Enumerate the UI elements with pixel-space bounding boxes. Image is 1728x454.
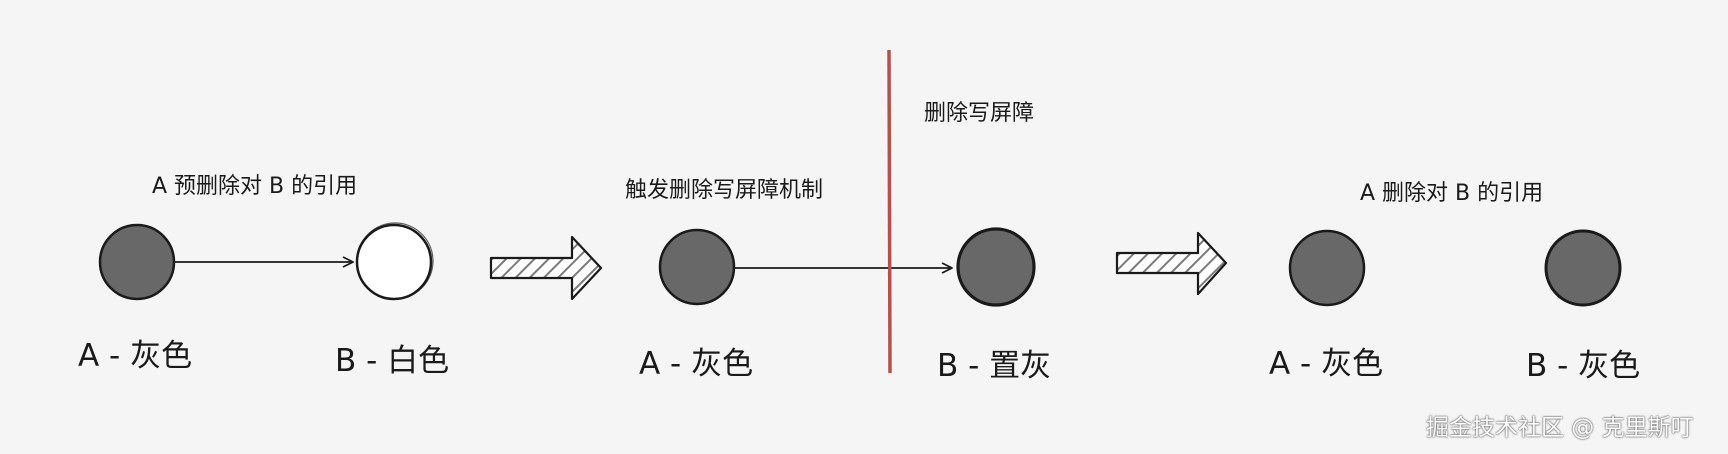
transition-arrow-2 — [1115, 231, 1228, 296]
node-a-gray-2 — [658, 228, 736, 306]
caption-pre-delete: A 预删除对 B 的引用 — [152, 174, 358, 199]
label-node-5: A - 灰色 — [1269, 346, 1384, 382]
node-b-set-gray — [956, 227, 1036, 307]
label-node-2: B - 白色 — [335, 343, 450, 379]
label-node-3: A - 灰色 — [639, 346, 754, 382]
caption-delete-reference: A 删除对 B 的引用 — [1360, 181, 1544, 206]
caption-delete-write-barrier: 删除写屏障 — [924, 101, 1035, 126]
write-barrier-line — [887, 49, 892, 374]
node-b-gray — [1544, 229, 1622, 307]
caption-trigger-barrier: 触发删除写屏障机制 — [625, 178, 824, 203]
label-node-4: B - 置灰 — [937, 348, 1052, 384]
node-b-white-sketch — [356, 222, 434, 300]
transition-arrow-1 — [489, 235, 603, 301]
label-node-6: B - 灰色 — [1526, 348, 1641, 384]
node-a-gray-3 — [1288, 229, 1366, 307]
label-node-1: A - 灰色 — [78, 338, 193, 374]
node-a-gray-1 — [98, 223, 176, 301]
watermark: 掘金技术社区 @ 克里斯叮 — [1426, 415, 1694, 441]
